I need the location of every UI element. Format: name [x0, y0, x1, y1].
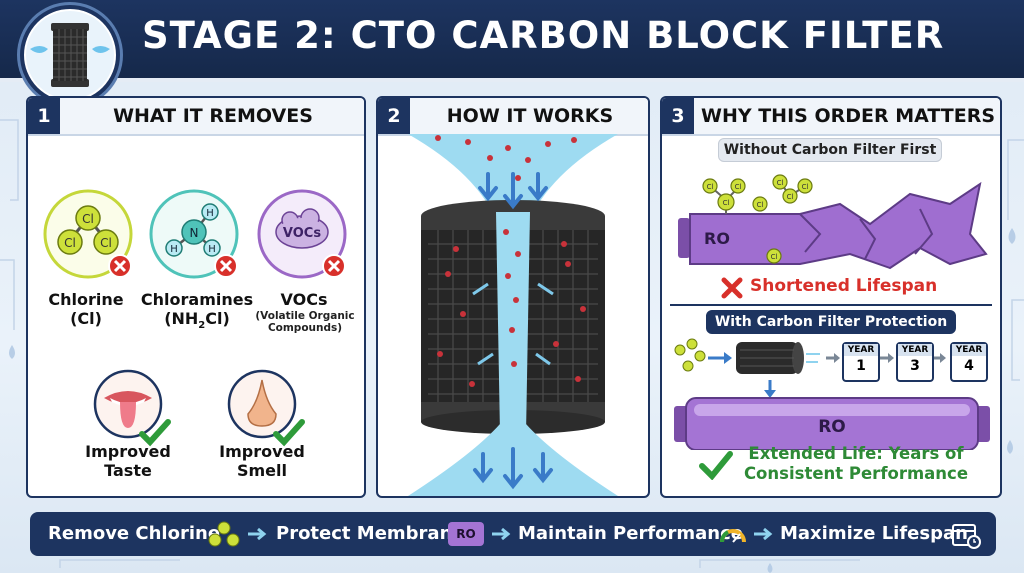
panel-what-it-removes: 1 WHAT IT REMOVES Cl Cl Cl Chlorine (Cl)…: [26, 96, 366, 498]
svg-text:Cl: Cl: [787, 193, 794, 201]
vocs-description: (Volatile Organic Compounds): [255, 310, 355, 334]
step-protect-membrane: Protect Membrane: [276, 523, 465, 544]
year-4-number: 4: [964, 358, 974, 374]
chloramine-molecule-icon: N H H H: [149, 189, 239, 279]
svg-text:H: H: [170, 244, 178, 255]
svg-text:Cl: Cl: [82, 212, 94, 226]
section-divider: [670, 304, 992, 306]
svg-text:N: N: [190, 226, 199, 240]
smell-line2: Smell: [236, 461, 287, 480]
svg-text:H: H: [208, 244, 216, 255]
arrow-right-icon: [492, 527, 511, 541]
gauge-icon: [720, 529, 746, 543]
year-3-label: YEAR: [898, 344, 932, 356]
panel-header: 2 HOW IT WORKS: [378, 98, 648, 136]
page-title: STAGE 2: CTO CARBON BLOCK FILTER: [142, 14, 945, 57]
panel-header: 1 WHAT IT REMOVES: [28, 98, 364, 136]
panel-number: 1: [28, 98, 60, 134]
panel-title: WHY THIS ORDER MATTERS: [700, 105, 996, 127]
svg-text:Cl: Cl: [735, 183, 742, 191]
chlorine-name: Chlorine: [48, 290, 124, 309]
year-3-number: 3: [910, 358, 920, 374]
red-x-icon: [721, 277, 743, 299]
vocs-cloud-icon: VOCs: [257, 189, 347, 279]
process-summary-bar: Remove Chlorine Protect Membrane RO Main…: [30, 512, 996, 556]
vocs-bubble-text: VOCs: [283, 226, 321, 241]
panel-title: WHAT IT REMOVES: [113, 105, 313, 127]
chlorine-molecule-icon: Cl Cl Cl: [43, 189, 133, 279]
mouth-tongue-icon: [93, 369, 171, 447]
header-divider: [0, 78, 1024, 82]
calendar-year-1-icon: YEAR 1: [842, 342, 880, 382]
with-carbon-label: With Carbon Filter Protection: [706, 310, 956, 334]
calendar-clock-icon: [952, 524, 981, 549]
chloramines-name: Chloramines: [140, 290, 254, 309]
svg-text:Cl: Cl: [777, 179, 784, 187]
filter-logo-icon: [20, 5, 120, 105]
calendar-year-3-icon: YEAR 3: [896, 342, 934, 382]
ro-label-damaged: RO: [704, 229, 730, 248]
extended-line1: Extended Life: Years of: [748, 444, 964, 463]
year-4-label: YEAR: [952, 344, 986, 356]
year-1-label: YEAR: [844, 344, 878, 356]
panel-title: HOW IT WORKS: [446, 105, 614, 127]
taste-label: Improved Taste: [78, 442, 178, 480]
svg-text:Cl: Cl: [64, 236, 76, 250]
vocs-name: VOCs: [280, 290, 328, 309]
without-carbon-label: Without Carbon Filter First: [718, 138, 942, 162]
taste-line1: Improved: [85, 442, 171, 461]
calendar-year-4-icon: YEAR 4: [950, 342, 988, 382]
svg-text:H: H: [206, 208, 214, 219]
panel-how-it-works: 2 HOW IT WORKS: [376, 96, 650, 498]
extended-life-text: Extended Life: Years of Consistent Perfo…: [736, 444, 976, 484]
svg-text:Cl: Cl: [100, 236, 112, 250]
chloramines-label: Chloramines (NH2Cl): [138, 290, 256, 335]
healthy-ro-membrane-illustration: RO: [674, 380, 990, 450]
chlorine-label: Chlorine (Cl): [36, 290, 136, 328]
nose-icon: [227, 369, 305, 447]
chlorine-formula: (Cl): [70, 309, 102, 328]
svg-text:Cl: Cl: [707, 183, 714, 191]
svg-text:Cl: Cl: [757, 201, 764, 209]
chloramines-formula-subscript: 2: [198, 320, 206, 332]
panel-header: 3 WHY THIS ORDER MATTERS: [662, 98, 1000, 136]
chloramines-formula: (NH2Cl): [138, 309, 256, 335]
panel-why-order-matters: 3 WHY THIS ORDER MATTERS Without Carbon …: [660, 96, 1002, 498]
green-check-icon: [699, 451, 733, 480]
step-maintain-performance: Maintain Performance: [518, 523, 743, 544]
svg-text:Cl: Cl: [771, 253, 778, 261]
smell-line1: Improved: [219, 442, 305, 461]
panel-number: 2: [378, 98, 410, 134]
svg-text:Cl: Cl: [802, 183, 809, 191]
chloramines-formula-end: Cl): [205, 309, 230, 328]
taste-line2: Taste: [104, 461, 152, 480]
ro-membrane-small-icon: RO: [448, 522, 484, 546]
arrow-right-icon: [248, 527, 267, 541]
chloramines-formula-start: (NH: [164, 309, 199, 328]
step-remove-chlorine: Remove Chlorine: [48, 523, 221, 544]
header-bar: [0, 0, 1024, 82]
smell-label: Improved Smell: [212, 442, 312, 480]
protection-timeline-illustration: [674, 338, 946, 374]
year-1-number: 1: [856, 358, 866, 374]
step-maximize-lifespan: Maximize Lifespan: [780, 523, 968, 544]
arrow-right-icon: [754, 527, 773, 541]
carbon-block-filter-illustration: [408, 134, 618, 496]
shortened-lifespan-text: Shortened Lifespan: [750, 276, 938, 296]
panel-number: 3: [662, 98, 694, 134]
extended-line2: Consistent Performance: [743, 464, 969, 483]
chlorine-molecule-small-icon: [208, 521, 240, 547]
svg-text:Cl: Cl: [723, 199, 730, 207]
ro-label-healthy: RO: [818, 417, 846, 437]
